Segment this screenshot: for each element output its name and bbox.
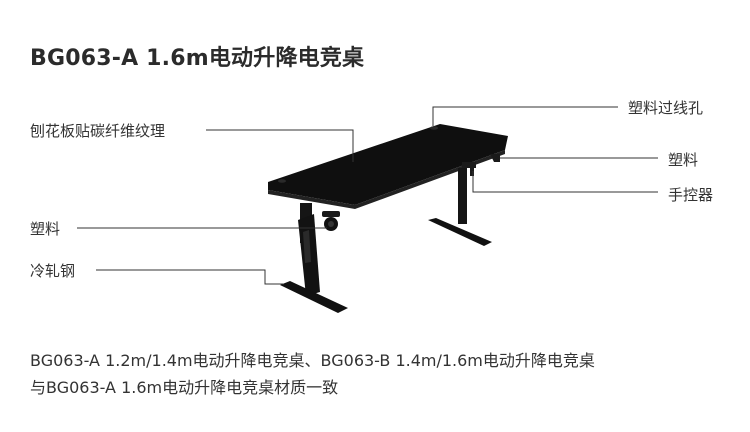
caption-line-2: 与BG063-A 1.6m电动升降电竞桌材质一致 [30, 378, 339, 397]
callout-controller: 手控器 [668, 186, 714, 204]
left-foot [280, 281, 348, 313]
caption-line-1: BG063-A 1.2m/1.4m电动升降电竞桌、BG063-B 1.4m/1.… [30, 351, 595, 370]
page-title: BG063-A 1.6m电动升降电竞桌 [30, 46, 365, 71]
callout-plastic-left: 塑料 [30, 220, 61, 238]
cup-holder-right [490, 154, 500, 162]
leader-lines [77, 106, 658, 285]
desk-top [268, 124, 508, 205]
leader-controller [472, 171, 658, 193]
desk [268, 124, 508, 313]
callout-steel: 冷轧钢 [30, 262, 76, 280]
leader-steel [96, 269, 284, 285]
leader-cable-hole [432, 106, 618, 126]
right-foot [428, 218, 492, 246]
headphone-hook-left [322, 211, 340, 231]
cable-hole [430, 126, 438, 130]
right-leg [458, 168, 467, 224]
callout-plastic-right: 塑料 [668, 151, 699, 169]
callout-board: 刨花板贴碳纤维纹理 [30, 122, 166, 140]
leader-board [206, 129, 354, 162]
controller-unit [462, 162, 476, 176]
callout-cable-hole: 塑料过线孔 [628, 99, 704, 117]
